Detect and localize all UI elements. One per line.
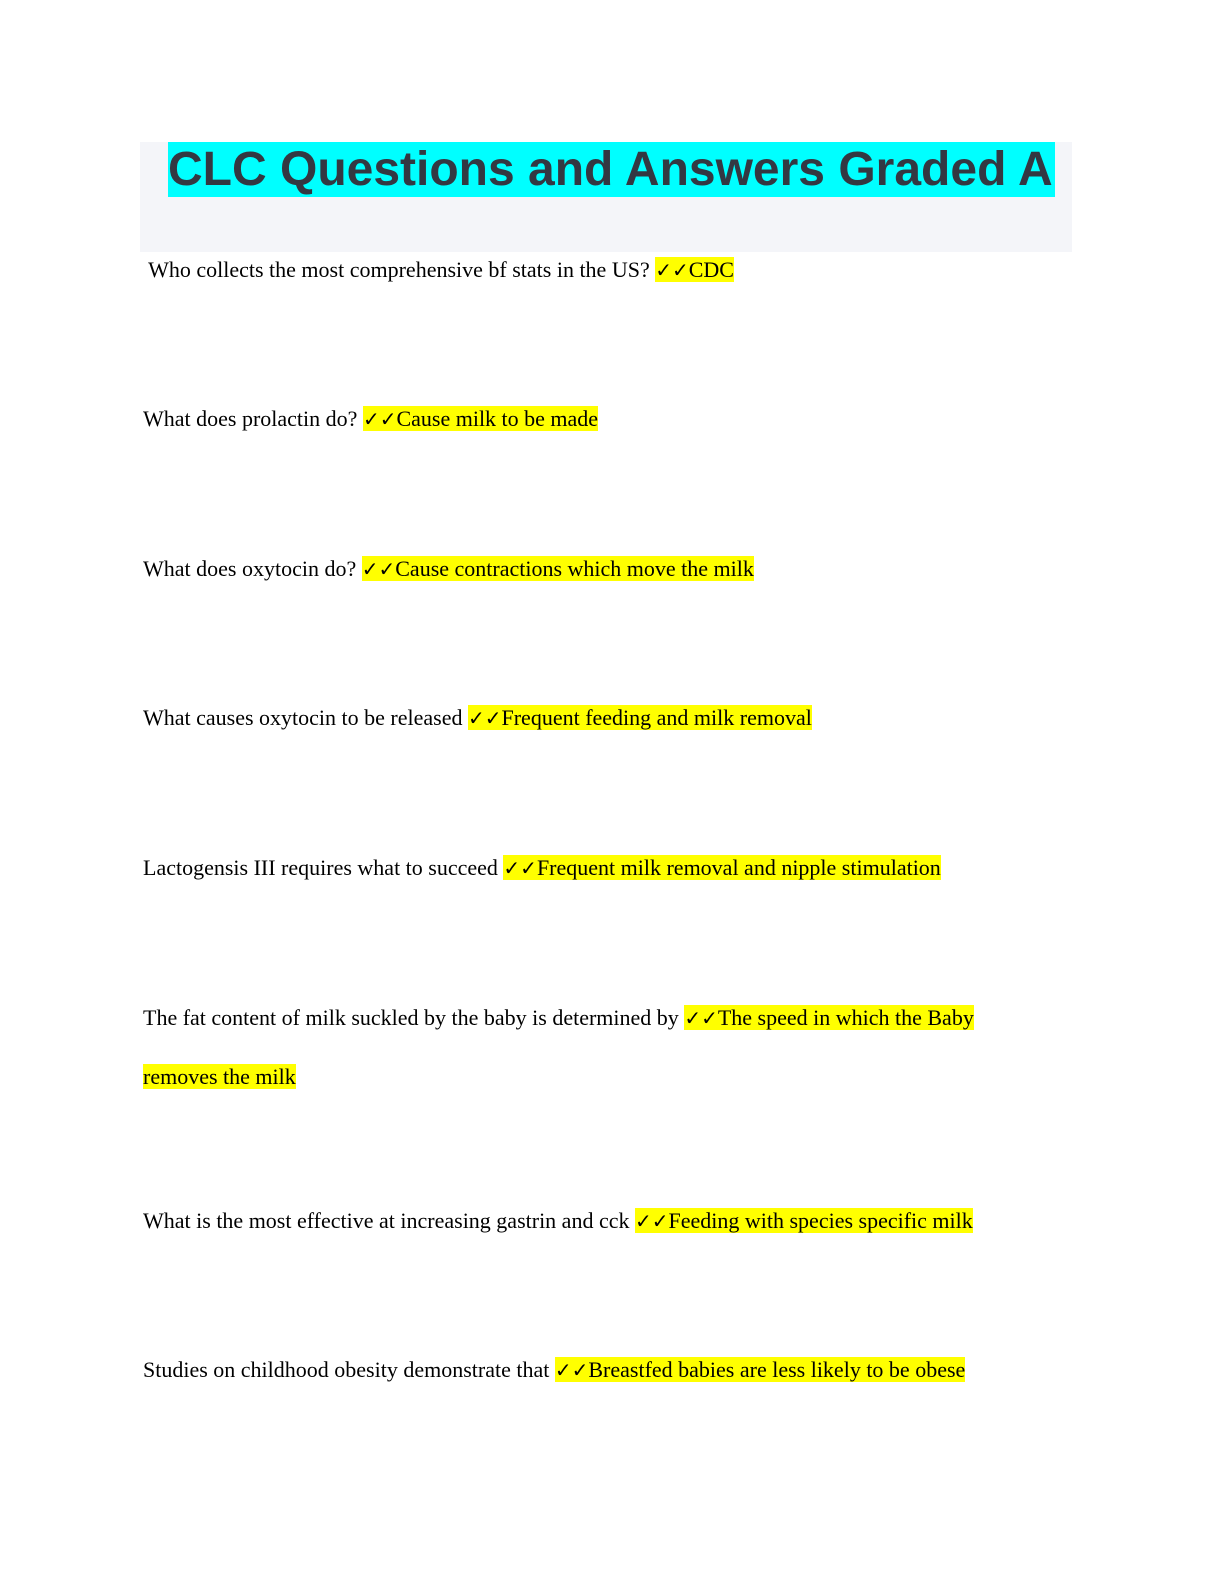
qa-item: The fat content of milk suckled by the b… <box>143 1002 974 1034</box>
title-banner: CLC Questions and Answers Graded A <box>140 142 1072 252</box>
answer-text: Frequent feeding and milk removal <box>501 705 812 730</box>
answer-continuation: removes the milk <box>143 1061 296 1093</box>
answer-text: Frequent milk removal and nipple stimula… <box>536 855 941 880</box>
double-check-icon: ✓✓ <box>554 1358 589 1382</box>
qa-item: What does oxytocin do? ✓✓Cause contracti… <box>143 553 754 585</box>
page-title: CLC Questions and Answers Graded A <box>168 142 1055 197</box>
qa-item: What does prolactin do? ✓✓Cause milk to … <box>143 403 599 435</box>
qa-item: What causes oxytocin to be released ✓✓Fr… <box>143 702 812 734</box>
double-check-icon: ✓✓ <box>467 706 502 730</box>
double-check-icon: ✓✓ <box>684 1006 718 1030</box>
answer-text: Feeding with species specific milk <box>668 1208 973 1233</box>
answer-text: Cause milk to be made <box>396 406 599 431</box>
double-check-icon: ✓✓ <box>362 407 397 431</box>
answer: ✓✓Breastfed babies are less likely to be… <box>554 1357 966 1382</box>
question: Who collects the most comprehensive bf s… <box>143 257 656 282</box>
answer: ✓✓Frequent feeding and milk removal <box>467 705 812 730</box>
qa-item: What is the most effective at increasing… <box>143 1205 973 1237</box>
question: What causes oxytocin to be released <box>143 705 468 730</box>
double-check-icon: ✓✓ <box>634 1209 669 1233</box>
qa-item: Who collects the most comprehensive bf s… <box>143 254 734 286</box>
double-check-icon: ✓✓ <box>503 856 537 880</box>
answer-text: removes the milk <box>143 1064 296 1089</box>
question: What is the most effective at increasing… <box>143 1208 635 1233</box>
qa-item: Lactogensis III requires what to succeed… <box>143 852 941 884</box>
question: What does prolactin do? <box>143 406 363 431</box>
answer: ✓✓Feeding with species specific milk <box>634 1208 973 1233</box>
double-check-icon: ✓✓ <box>655 258 689 282</box>
answer-text: The speed in which the Baby <box>717 1005 974 1030</box>
answer: ✓✓CDC <box>655 257 734 282</box>
question: The fat content of milk suckled by the b… <box>143 1005 685 1030</box>
answer-text: Breastfed babies are less likely to be o… <box>588 1357 966 1382</box>
question: Studies on childhood obesity demonstrate… <box>143 1357 555 1382</box>
qa-item: Studies on childhood obesity demonstrate… <box>143 1354 966 1386</box>
answer: ✓✓Cause contractions which move the milk <box>361 556 754 581</box>
double-check-icon: ✓✓ <box>361 557 396 581</box>
answer: ✓✓The speed in which the Baby <box>684 1005 974 1030</box>
answer-text: CDC <box>688 257 734 282</box>
answer: ✓✓Cause milk to be made <box>362 406 599 431</box>
question: What does oxytocin do? <box>143 556 362 581</box>
answer: ✓✓Frequent milk removal and nipple stimu… <box>503 855 941 880</box>
answer-text: Cause contractions which move the milk <box>395 556 754 581</box>
question: Lactogensis III requires what to succeed <box>143 855 504 880</box>
